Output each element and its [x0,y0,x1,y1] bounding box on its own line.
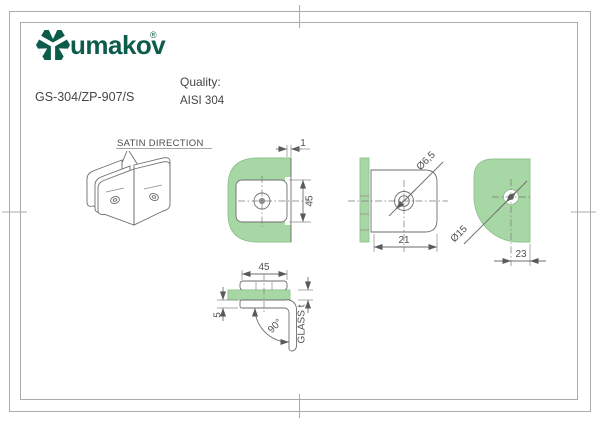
dim-glass-thickness: GLASS t [297,277,313,343]
dim-hole-distance: 21 [373,234,438,252]
svg-text:45: 45 [258,262,270,273]
dim-plate-height: 45 [289,179,316,223]
dim-top-width: 45 [241,262,288,280]
svg-text:Ø6,5: Ø6,5 [415,149,438,172]
quality-value: AISI 304 [180,95,225,107]
svg-text:90°: 90° [266,317,284,335]
top-glass-strip [227,289,291,301]
quality-label: Quality: [180,75,221,89]
glass-panel [473,158,531,243]
view-isometric: SATIN DIRECTION [86,138,212,226]
view-side: Ø6,5 21 [348,149,448,252]
iso-right-hole [149,193,159,201]
title-block: umakov ® GS-304/ZP-907/S Quality: AISI 3… [35,29,225,107]
front-hole [253,192,271,210]
svg-text:21: 21 [398,235,410,246]
front-screw [258,197,266,205]
part-number: GS-304/ZP-907/S [35,90,134,104]
umakov-logo-icon [36,29,70,61]
registered-mark: ® [150,30,157,40]
satin-direction-label: SATIN DIRECTION [117,138,204,149]
top-plate-upper [239,280,288,291]
dim-edge-offset: 1 [276,138,310,157]
sheet-frame [2,5,596,418]
dim-glass-distance: 23 [494,244,546,266]
svg-text:1: 1 [300,138,306,149]
top-bracket-leg [284,299,297,352]
svg-text:23: 23 [515,249,527,260]
dim-plate-thickness: 5 [213,287,238,321]
top-plate-lower [239,299,288,309]
view-top: 45 5 90° GLASS t [213,262,313,352]
glass-thickness-label: GLASS t [297,304,308,343]
iso-left-hole [110,196,120,204]
side-glass-panel [359,157,370,243]
svg-text:45: 45 [305,195,316,207]
side-hole-outer [394,191,414,211]
brand-name: umakov [70,30,166,60]
svg-text:5: 5 [213,312,224,318]
iso-left-plate [97,168,135,226]
view-glass: Ø15 23 [449,158,546,266]
dim-angle: 90° [251,307,290,346]
view-front: 1 45 [227,138,316,243]
